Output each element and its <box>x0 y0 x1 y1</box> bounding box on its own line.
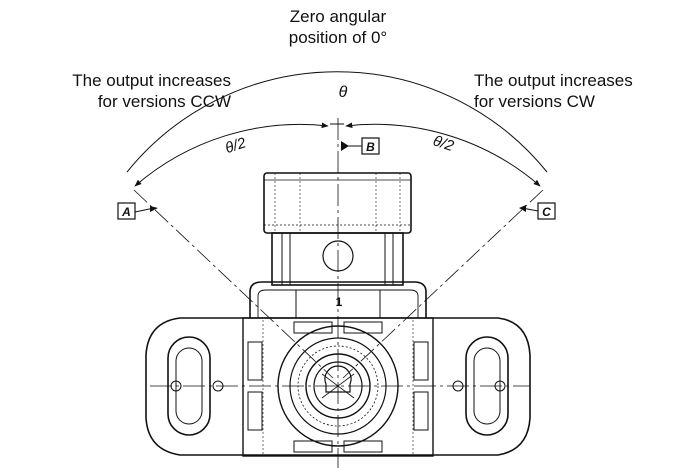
ref-a-label: A <box>121 205 131 219</box>
center-block <box>242 317 434 457</box>
zero-position-line2: position of 0° <box>288 28 388 47</box>
theta-half-right-label: θ/2 <box>431 132 457 155</box>
shoulder <box>249 281 427 318</box>
theta-half-arc-right <box>345 122 541 187</box>
angle-leg-left <box>133 189 334 379</box>
ref-marker-b: B <box>341 137 380 155</box>
ref-c-label: C <box>542 205 551 219</box>
ref-marker-c: C <box>519 202 556 220</box>
ref-b-label: B <box>366 140 375 154</box>
zero-position-line1: Zero angular <box>289 7 387 26</box>
zero-position-label: Zero angular position of 0° <box>258 6 418 48</box>
ccw-line1: The output increases <box>72 71 231 90</box>
theta-half-arc-left <box>134 122 329 187</box>
connector-housing <box>263 172 412 234</box>
connector-neck <box>271 232 404 286</box>
ref-marker-a: A <box>117 202 158 220</box>
ccw-label: The output increases for versions CCW <box>0 70 231 112</box>
theta-arc <box>126 71 548 173</box>
pin-number: 1 <box>336 295 343 309</box>
sensor-body <box>145 172 531 457</box>
connector-hole <box>322 240 354 272</box>
angle-leg-right <box>342 189 544 379</box>
rotor-outer <box>277 325 399 447</box>
cw-label: The output increases for versions CW <box>474 70 677 112</box>
theta-label: θ <box>339 84 348 101</box>
left-mount-slot <box>167 336 211 436</box>
cw-line2: for versions CW <box>474 92 595 111</box>
center-lines <box>133 118 544 468</box>
right-mount-slot <box>465 336 509 436</box>
cw-line1: The output increases <box>474 71 633 90</box>
theta-dimension <box>126 71 548 187</box>
rotor-inner <box>305 353 371 419</box>
theta-half-left-label: θ/2 <box>223 134 249 157</box>
main-flange <box>145 317 531 456</box>
ccw-line2: for versions CCW <box>97 92 231 111</box>
